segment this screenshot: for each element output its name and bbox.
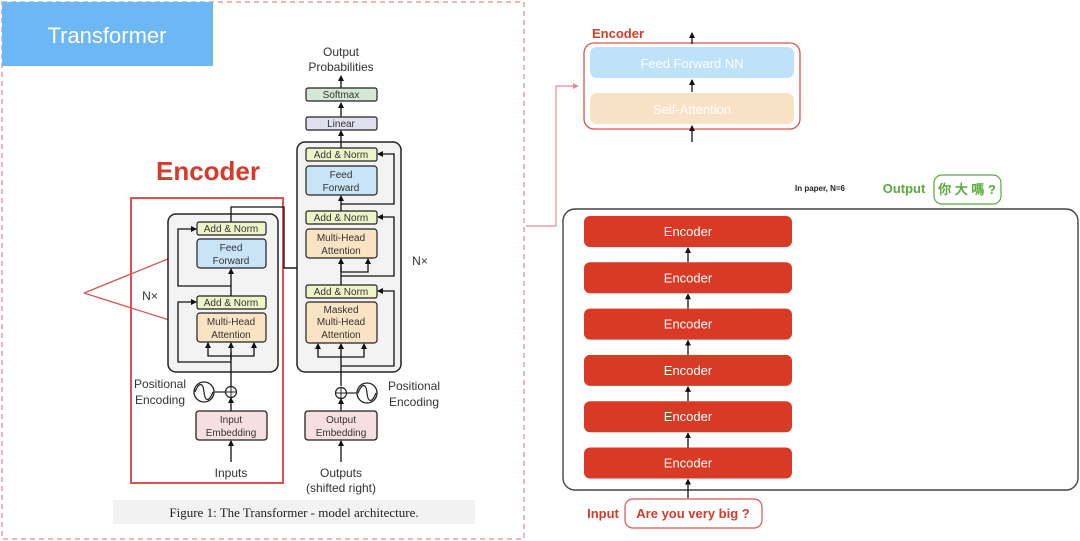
decoder-masked-line2: Multi-Head bbox=[317, 317, 365, 328]
encoder-detail-label: Encoder bbox=[592, 26, 644, 41]
output-embedding-line1: Output bbox=[326, 415, 356, 426]
title-badge: Transformer bbox=[2, 2, 213, 66]
encoder-block-label: Encoder bbox=[664, 224, 713, 239]
positional-encoding-left bbox=[193, 381, 238, 403]
positional-encoding-left-line2: Encoding bbox=[135, 393, 185, 407]
encoder-mha-line1: Multi-Head bbox=[207, 317, 255, 328]
encoder-stack bbox=[167, 213, 279, 373]
figure-caption: Figure 1: The Transformer - model archit… bbox=[169, 505, 418, 520]
decoder-add-norm-1-label: Add & Norm bbox=[314, 150, 368, 161]
encoder-block bbox=[584, 216, 792, 247]
output-label: Output bbox=[883, 181, 926, 196]
outputs-label-line2: (shifted right) bbox=[306, 481, 376, 495]
encoder-blocks: EncoderEncoderEncoderEncoderEncoderEncod… bbox=[584, 216, 792, 498]
encoder-block-label: Encoder bbox=[664, 363, 713, 378]
feed-forward-nn-label: Feed Forward NN bbox=[640, 56, 743, 71]
positional-encoding-right-line2: Encoding bbox=[389, 395, 439, 409]
output-embedding-line2: Embedding bbox=[316, 428, 367, 439]
input-embedding-line2: Embedding bbox=[206, 428, 257, 439]
positional-encoding-right-line1: Positional bbox=[388, 379, 440, 393]
encoder-ff-line1: Feed bbox=[220, 243, 243, 254]
encoder-block bbox=[584, 401, 792, 433]
decoder-add-norm-3-label: Add & Norm bbox=[314, 287, 368, 298]
decoder-nx-label: N× bbox=[412, 254, 428, 268]
decoder-add-norm-2-label: Add & Norm bbox=[314, 213, 368, 224]
output-text: 你 大 嗎 ? bbox=[937, 182, 996, 197]
encoder-nx-label: N× bbox=[142, 289, 158, 303]
encoder-heading: Encoder bbox=[156, 156, 260, 186]
output-text-box bbox=[933, 174, 1002, 205]
decoder-mha-line2: Attention bbox=[321, 246, 360, 257]
caption-background bbox=[113, 500, 475, 524]
decoder-masked-line3: Attention bbox=[321, 330, 360, 341]
input-text: Are you very big ? bbox=[636, 506, 749, 521]
encoder-block bbox=[584, 447, 792, 479]
encoder-block bbox=[584, 308, 792, 340]
input-text-box bbox=[624, 498, 763, 529]
encoder-highlight-box bbox=[130, 197, 284, 484]
zoom-connector bbox=[526, 83, 579, 227]
softmax-label: Softmax bbox=[323, 90, 360, 101]
encoder-block-label: Encoder bbox=[664, 456, 713, 471]
encoder-block bbox=[584, 262, 792, 294]
decoder-masked-line1: Masked bbox=[323, 305, 358, 316]
encoder-mha-line2: Attention bbox=[211, 330, 250, 341]
decoder-ff-line2: Forward bbox=[323, 183, 360, 194]
decoder-mha-line1: Multi-Head bbox=[317, 233, 365, 244]
decoder-connections bbox=[315, 75, 395, 386]
encoder-block bbox=[584, 354, 792, 386]
title-badge-label: Transformer bbox=[48, 23, 167, 48]
linear-layer bbox=[305, 116, 378, 131]
inputs-label: Inputs bbox=[215, 466, 248, 480]
self-attention-block bbox=[590, 93, 794, 124]
output-probabilities-line1: Output bbox=[323, 45, 360, 59]
encoder-block-label: Encoder bbox=[664, 317, 713, 332]
output-probabilities-line2: Probabilities bbox=[308, 60, 373, 74]
encoder-add-norm-top-label: Add & Norm bbox=[204, 224, 258, 235]
encoder-ff-line2: Forward bbox=[213, 256, 250, 267]
encoder-block-label: Encoder bbox=[664, 270, 713, 285]
positional-encoding-right bbox=[334, 382, 378, 404]
softmax-layer bbox=[305, 87, 378, 102]
encoder-add-norm-bottom-label: Add & Norm bbox=[204, 298, 258, 309]
input-embedding-line1: Input bbox=[220, 415, 242, 426]
linear-label: Linear bbox=[327, 119, 355, 130]
self-attention-label: Self-Attention bbox=[653, 102, 731, 117]
left-panel-border bbox=[1, 1, 525, 540]
encoder-block-label: Encoder bbox=[664, 409, 713, 424]
outputs-label-line1: Outputs bbox=[320, 466, 362, 480]
positional-encoding-left-line1: Positional bbox=[134, 377, 186, 391]
paper-note: In paper, N=6 bbox=[795, 184, 846, 193]
decoder-ff-line1: Feed bbox=[330, 170, 353, 181]
input-label: Input bbox=[587, 506, 619, 521]
feed-forward-nn-block bbox=[590, 47, 794, 78]
